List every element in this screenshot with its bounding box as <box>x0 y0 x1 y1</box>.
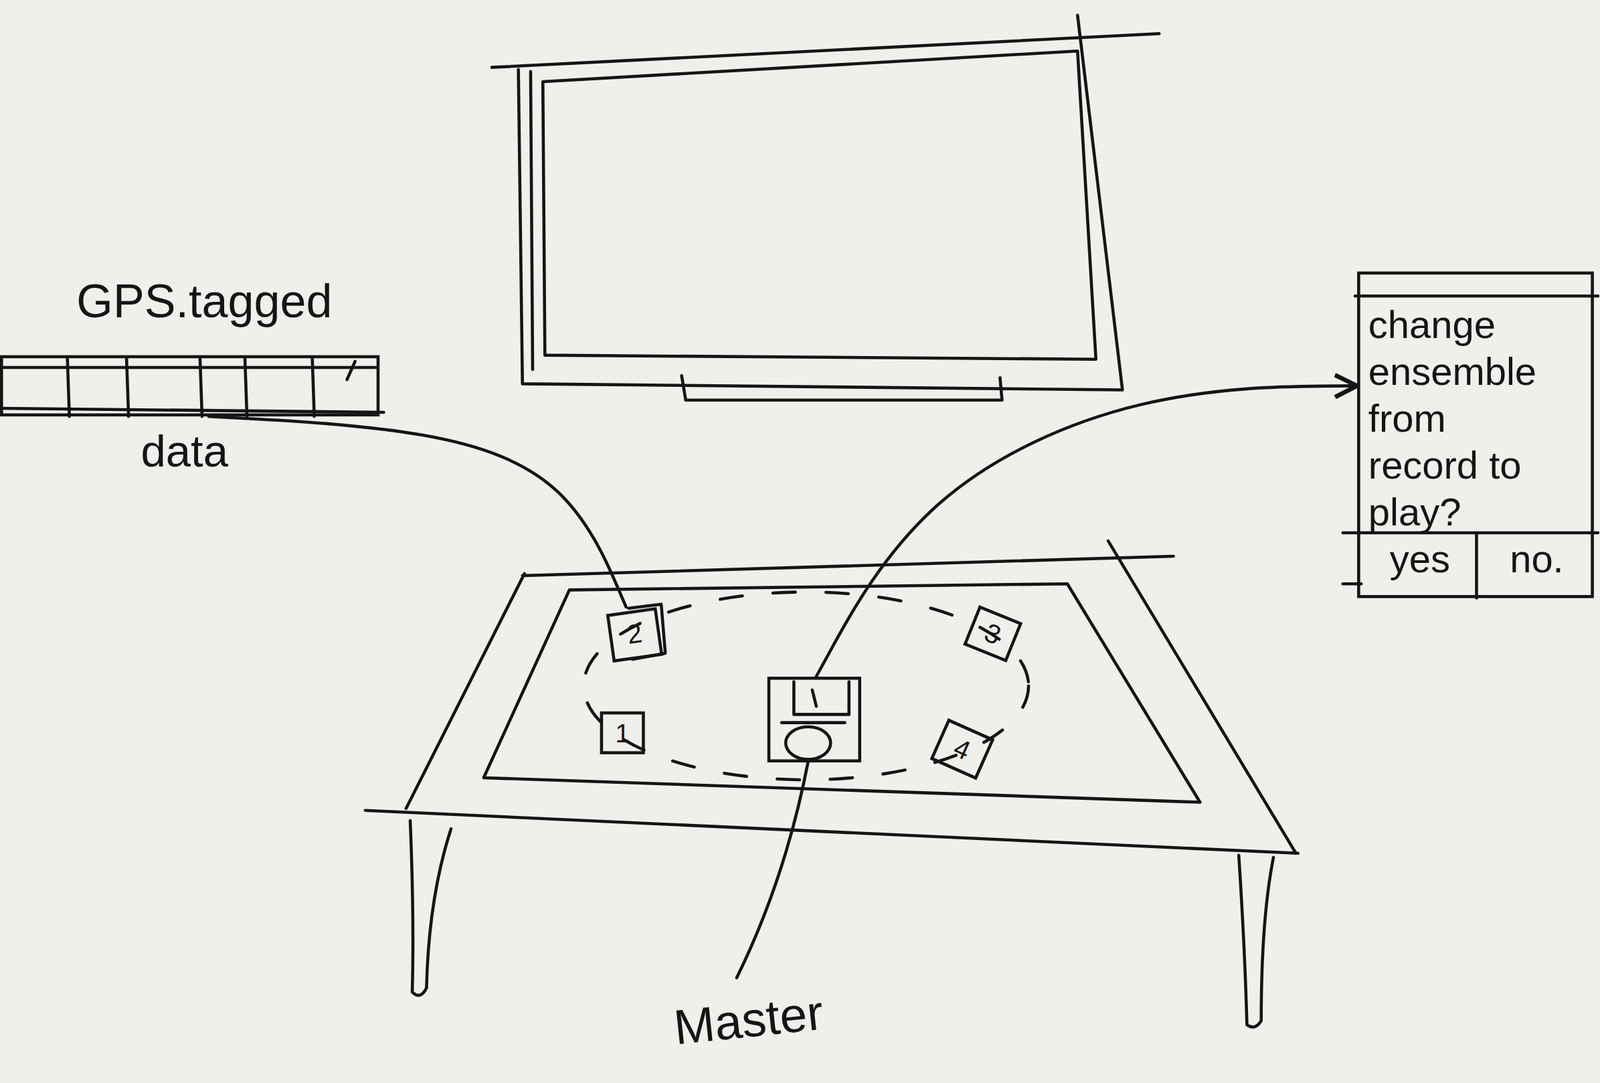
leader-line <box>736 761 809 978</box>
table-screen <box>483 583 1200 802</box>
table-left-edge <box>406 573 525 809</box>
dialog-question: change ensemble from record to play? <box>1368 301 1565 537</box>
puck-number: 2 <box>610 616 660 653</box>
puck-block: 4 <box>929 718 995 780</box>
display-stand <box>681 375 1003 401</box>
master-line <box>781 720 846 725</box>
puck-block: 1 <box>600 711 646 755</box>
master-inner-box <box>793 681 849 715</box>
dialog-button: no. <box>1479 538 1594 583</box>
display-screen <box>542 50 1096 360</box>
dialog-divider <box>1474 532 1479 599</box>
puck-number: 3 <box>967 612 1018 657</box>
display-frame <box>518 15 1123 391</box>
strip-divider <box>67 357 315 417</box>
puck-number: 1 <box>602 718 642 750</box>
strip-heading: GPS.tagged <box>76 274 403 329</box>
master-mark <box>812 689 817 706</box>
master-circle <box>785 726 831 760</box>
connector-curve <box>816 385 1358 677</box>
display-frame-inner <box>530 71 533 370</box>
puck-number: 4 <box>934 726 989 773</box>
connector-curve <box>208 416 627 607</box>
dialog-button: yes <box>1360 538 1480 583</box>
table-leg <box>1238 855 1274 1028</box>
data-strip: GPS.taggeddata <box>0 355 380 417</box>
table-front-edge <box>365 810 1299 854</box>
display-top-line <box>491 33 1160 67</box>
strip-caption: data <box>140 425 345 478</box>
puck-block: 3 <box>962 604 1023 663</box>
ring-dashed <box>583 591 1029 780</box>
strip-line <box>0 408 384 413</box>
strip-line <box>0 366 378 370</box>
dialog-line <box>1355 294 1598 298</box>
master-label: Master <box>671 976 901 1056</box>
strip-mark <box>346 361 355 380</box>
dialog-box: change ensemble from record to play?yesn… <box>1357 271 1594 599</box>
puck-block: 2 <box>606 606 664 663</box>
table-top-edge <box>522 556 1174 576</box>
table-leg <box>410 820 452 996</box>
master-block: Master <box>767 676 862 763</box>
